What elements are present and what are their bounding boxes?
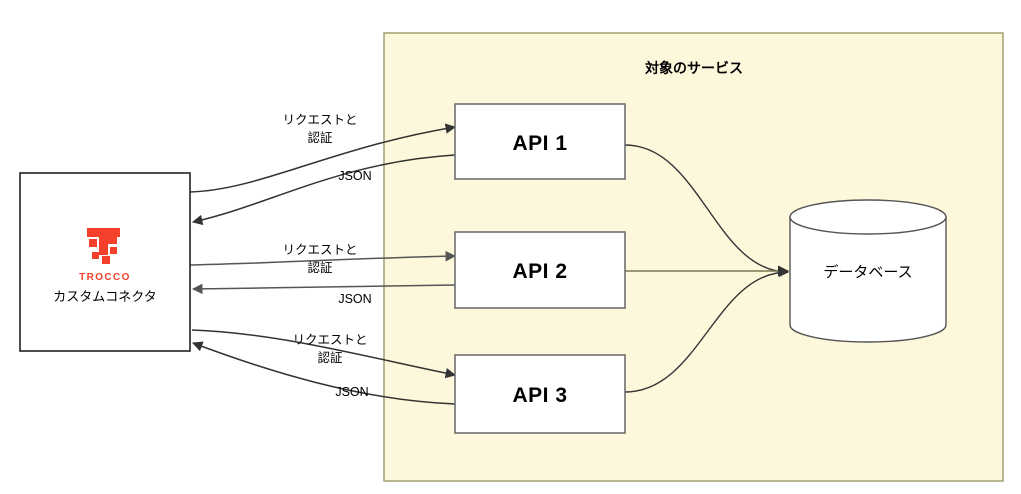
api-3-box[interactable] — [454, 354, 626, 434]
trocco-pixel-t-logo — [87, 228, 120, 264]
custom-connector-caption: カスタムコネクタ — [53, 289, 156, 304]
edge-response-3 — [192, 341, 456, 405]
trocco-brand-label: TROCCO — [79, 272, 131, 283]
edge-request-1 — [189, 123, 457, 193]
edge-response-2-label: JSON — [338, 292, 371, 306]
edge-request-2-label-line2: 認証 — [307, 260, 333, 275]
edge-response-2 — [191, 283, 456, 295]
edge-api1-to-database — [624, 144, 789, 277]
database-label: データベース — [823, 263, 912, 281]
edge-response-1 — [191, 154, 456, 226]
edge-request-1-label-line1: リクエストと — [282, 113, 357, 127]
api-1-box[interactable] — [454, 103, 626, 180]
edge-request-2 — [189, 250, 457, 266]
api-1-label: API 1 — [512, 132, 567, 155]
edge-request-1-label-line2: 認証 — [307, 130, 333, 145]
api-2-label: API 2 — [512, 260, 567, 283]
edge-response-3-label: JSON — [335, 385, 368, 399]
api-3-label: API 3 — [512, 384, 567, 407]
database-cylinder[interactable] — [789, 199, 947, 343]
edge-response-1-label: JSON — [338, 169, 371, 183]
edge-request-2-label-line1: リクエストと — [282, 243, 357, 257]
service-region-title: 対象のサービス — [644, 60, 743, 76]
edge-api3-to-database — [624, 267, 789, 393]
edge-request-3 — [191, 329, 457, 379]
api-2-box[interactable] — [454, 231, 626, 309]
edge-request-3-label-line1: リクエストと — [292, 333, 367, 347]
edge-request-3-label-line2: 認証 — [317, 350, 343, 365]
